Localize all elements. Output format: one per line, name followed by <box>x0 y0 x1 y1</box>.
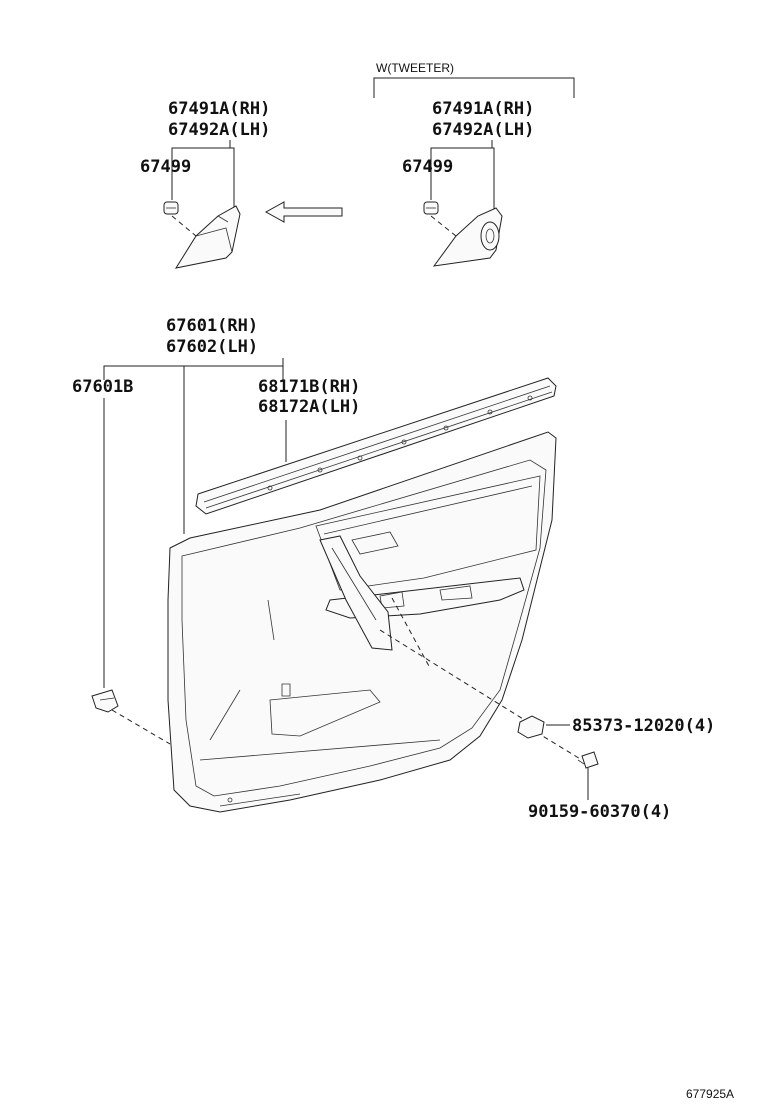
variant-bracket <box>373 77 575 98</box>
left-clip-part <box>163 201 179 215</box>
weatherstrip-part <box>195 377 557 515</box>
label-left-cover-rh: 67491A(RH) <box>168 99 270 119</box>
label-panel-lh: 67602(LH) <box>166 337 258 357</box>
label-right-clip: 67499 <box>402 157 453 177</box>
left-clip-dash <box>171 215 197 237</box>
retainer-part <box>517 715 545 739</box>
leader-left-clip <box>171 140 231 200</box>
panel-clip-dash <box>111 709 171 745</box>
label-weatherstrip-lh: 68172A(LH) <box>258 397 360 417</box>
label-right-cover-lh: 67492A(LH) <box>432 120 534 140</box>
label-panel-sub: 67601B <box>72 377 133 397</box>
leader-left-cover <box>230 147 235 208</box>
panel-clip-part <box>91 689 119 713</box>
retainer-dash <box>379 629 529 723</box>
label-panel-rh: 67601(RH) <box>166 316 258 336</box>
screw-dash <box>535 731 583 761</box>
direction-arrow <box>264 201 343 223</box>
label-weatherstrip-rh: 68171B(RH) <box>258 377 360 397</box>
illustration-id: 677925A <box>686 1087 734 1101</box>
leader-right-cover <box>492 147 495 210</box>
right-clip-part <box>423 201 439 215</box>
right-clip-dash <box>430 215 457 237</box>
label-retainer: 85373-12020(4) <box>572 716 715 736</box>
leader-right-clip <box>430 140 493 200</box>
door-trim-panel-part <box>167 431 557 813</box>
label-screw: 90159-60370(4) <box>528 802 671 822</box>
bracket-dash <box>391 597 431 669</box>
right-cover-tweeter-part <box>432 207 503 267</box>
label-right-cover-rh: 67491A(RH) <box>432 99 534 119</box>
left-cover-part <box>174 205 241 269</box>
screw-part <box>577 751 599 769</box>
variant-label: W(TWEETER) <box>376 61 454 75</box>
label-left-clip: 67499 <box>140 157 191 177</box>
label-left-cover-lh: 67492A(LH) <box>168 120 270 140</box>
leader-panel-bracket <box>103 358 284 380</box>
